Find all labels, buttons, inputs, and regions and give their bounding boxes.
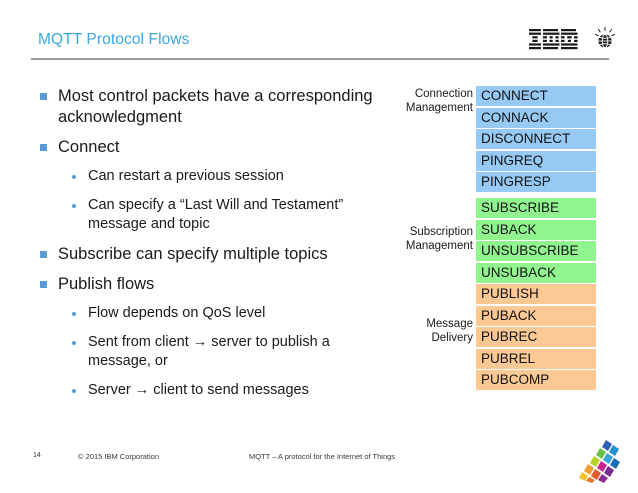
bullet-item: Publish flows (40, 274, 380, 295)
packet-cell-puback: PUBACK (476, 305, 596, 326)
page-number: 14 (33, 452, 41, 459)
bullet-square-icon (40, 251, 47, 258)
packet-cell-pubcomp: PUBCOMP (476, 370, 596, 390)
sub-bullet-item: Server → client to send messages (72, 381, 380, 400)
sub-bullet-item: Sent from client → server to publish a m… (72, 333, 380, 371)
packet-cell-pingreq: PINGREQ (476, 150, 596, 171)
bullet-dot-icon (72, 204, 76, 208)
sub-bullet-item: Can specify a “Last Will and Testament” … (72, 196, 380, 234)
bullet-text: Connect (58, 138, 120, 156)
bullet-text: Publish flows (58, 275, 155, 293)
bullet-dot-icon (72, 341, 76, 345)
packet-cell-pubrec: PUBREC (476, 327, 596, 347)
ibm-logo (529, 27, 616, 51)
group-label-message-delivery: Message Delivery (426, 318, 473, 344)
sub-bullet-item: Can restart a previous session (72, 167, 380, 186)
bullet-item: Most control packets have a correspondin… (40, 86, 380, 128)
page-title: MQTT Protocol Flows (38, 31, 190, 48)
sub-bullet-text: Flow depends on QoS level (88, 305, 266, 321)
packet-cell-suback: SUBACK (476, 219, 596, 240)
packet-cell-disconnect: DISCONNECT (476, 129, 596, 149)
packet-cell-unsubscribe: UNSUBSCRIBE (476, 241, 596, 261)
sub-bullet-text: Can restart a previous session (88, 168, 284, 184)
sub-bullet-item: Flow depends on QoS level (72, 304, 380, 323)
group-label-subscription-management: Subscription Management (405, 226, 473, 252)
bullet-dot-icon (72, 175, 76, 179)
packet-cell-pubrel: PUBREL (476, 348, 596, 369)
footer: 14 © 2015 IBM Corporation MQTT – A proto… (0, 452, 638, 466)
bullet-list: Most control packets have a correspondin… (40, 86, 380, 410)
title-divider (31, 58, 609, 60)
packet-cell-publish: PUBLISH (476, 284, 596, 304)
copyright-text: © 2015 IBM Corporation (78, 452, 159, 461)
packet-cell-connack: CONNACK (476, 107, 596, 128)
bullet-item: Connect (40, 137, 380, 158)
packet-cell-subscribe: SUBSCRIBE (476, 198, 596, 218)
bullet-text: Subscribe can specify multiple topics (58, 245, 328, 263)
group-label-connection-management: Connection Management (405, 88, 473, 114)
packet-cell-pingresp: PINGRESP (476, 172, 596, 192)
globe-icon (595, 27, 615, 49)
sub-bullet-text: Can specify a “Last Will and Testament” … (88, 197, 344, 232)
ibm-fan-logo-icon (579, 440, 620, 483)
sub-bullet-text: Server → client to send messages (88, 382, 309, 398)
deck-subject-text: MQTT – A protocol for the Internet of Th… (249, 452, 396, 461)
packet-type-table: CONNECT CONNACK DISCONNECT PINGREQ PINGR… (476, 86, 596, 392)
sub-bullet-text: Sent from client → server to publish a m… (88, 334, 330, 369)
bullet-dot-icon (72, 312, 76, 316)
bullet-square-icon (40, 144, 47, 151)
bullet-square-icon (40, 93, 47, 100)
packet-cell-unsuback: UNSUBACK (476, 262, 596, 283)
bullet-text: Most control packets have a correspondin… (58, 87, 373, 126)
bullet-dot-icon (72, 389, 76, 393)
bullet-square-icon (40, 281, 47, 288)
packet-cell-connect: CONNECT (476, 86, 596, 106)
bullet-item: Subscribe can specify multiple topics (40, 244, 380, 265)
ibm-wordmark-icon (529, 29, 578, 50)
